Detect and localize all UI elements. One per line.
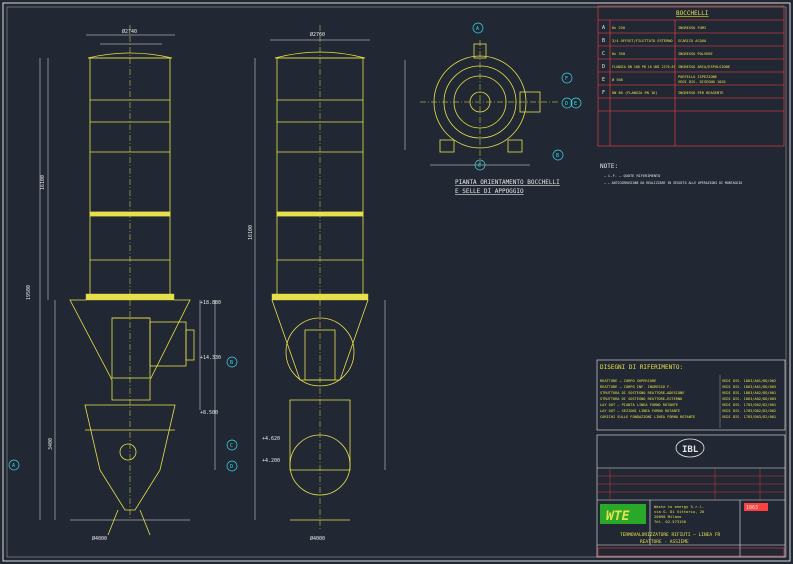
nozzle-desc-a: INGRESSO FUMI	[678, 26, 706, 30]
notes-title: NOTE:	[600, 163, 618, 170]
nozzle-id-b: B	[602, 38, 605, 44]
ref-label-3: STRUTTURA DI SOSTEGNO REATTORE—ADESIONE	[600, 391, 684, 395]
balloon-a: A	[12, 463, 15, 469]
balloon-d: D	[230, 464, 233, 470]
sheet-inner-border	[6, 6, 787, 558]
elev-5: +4.200	[262, 458, 280, 464]
nozzle-desc-d: INGRESSO ARIA/ESPULSIONE	[678, 65, 730, 69]
balloon-c: C	[230, 443, 233, 449]
dim-height-body: 16100	[40, 175, 46, 190]
nozzle-desc-c: INGRESSO POLVERE	[678, 52, 713, 56]
company-line-2: via G. Di Vittorio, 26	[654, 509, 705, 514]
nozzle-id-c: C	[602, 51, 605, 57]
notes-line-1: — L.F. — QUOTE RIFERIMENTO	[604, 174, 660, 178]
ref-code-4: VEDI DIS. 1863/A02/DD/003	[722, 397, 776, 401]
nozzle-desc-e-2: VEDI DIS. DISEGNO 1020	[678, 80, 726, 84]
nozzle-id-e: E	[602, 77, 605, 83]
plan-view	[404, 40, 560, 166]
ref-code-3: VEDI DIS. 1863/A02/DD/001	[722, 391, 776, 395]
nozzle-desc-e: PORTELLO ISPEZIONE	[678, 75, 717, 79]
ref-label-1: REATTORE — CORPO SUPERIORE	[600, 379, 656, 383]
title-block	[596, 434, 786, 558]
sheet-number: 1863	[746, 505, 758, 511]
nozzle-size-b: 3/4 OFFSET/FILETTATO ESTERNO	[612, 39, 673, 43]
plan-balloon-d: D	[565, 101, 568, 107]
elev-3: +8.500	[200, 410, 218, 416]
nozzle-size-a: Dn 250	[612, 26, 625, 30]
ref-code-5: VEDI DIS. 1783/D02/D2/001	[722, 403, 776, 407]
client-logo-text: IBL	[682, 445, 699, 455]
sheet-number-box	[744, 503, 768, 511]
reference-drawings-box	[596, 359, 786, 431]
nozzle-size-f: DN 80 (FLANGIA PN 16)	[612, 91, 657, 95]
nozzle-size-e: Ø 508	[612, 77, 623, 82]
plan-balloon-f: F	[565, 76, 568, 82]
nozzle-desc-b: SCARICO ACQUA	[678, 39, 707, 43]
elev-2: +14.330	[200, 355, 221, 361]
nozzle-table	[597, 5, 785, 147]
title-footer-strip	[597, 547, 785, 557]
balloon-b: B	[230, 360, 233, 366]
front-elevation-view	[39, 25, 216, 536]
nozzle-size-d: FLANGIA DN 100 PN 16 UNI 2276-67	[612, 65, 676, 69]
ref-label-4: STRUTTURA DI SOSTEGNO REATTORE—ESTERNO	[600, 397, 682, 401]
plan-title-line-2: E SELLE DI APPOGGIO	[455, 188, 524, 195]
side-elevation-view	[254, 25, 386, 530]
plan-balloon-c: C	[478, 163, 481, 169]
revision-table	[597, 468, 785, 500]
plan-nozzle-balloons	[472, 22, 582, 171]
dim-height-side: 16100	[248, 225, 254, 240]
ref-label-2: REATTORE — CORPO INF. INGRESSO F.	[600, 385, 671, 389]
ref-label-7: CARICHI SULLE FONDAZIONI LINEA FORNO ROT…	[600, 415, 695, 419]
company-logo-text: WTE	[606, 509, 630, 524]
dim-bottom-width-1: Ø4000	[92, 535, 107, 542]
plan-balloon-b: B	[556, 153, 559, 159]
ref-code-1: VEDI DIS. 1863/A01/DD/002	[722, 379, 776, 383]
dim-height-total: 19500	[26, 285, 32, 300]
elev-1: +18.880	[200, 300, 221, 306]
company-line-4: Tel. 02.573156	[654, 519, 687, 524]
notes-line-2: — — ANTICORROSIONE DA REALIZZARE IN SEGU…	[604, 181, 742, 185]
ref-code-6: VEDI DIS. 1783/D02/D2/002	[722, 409, 776, 413]
ref-label-5: LAY OUT — PIANTA LINEA FORNO ROTANTE	[600, 403, 678, 407]
nozzle-id-a: A	[602, 25, 605, 31]
nozzle-id-f: F	[602, 90, 605, 96]
dim-top-width-2: Ø2760	[310, 31, 325, 38]
nozzle-size-c: Dn 350	[612, 52, 625, 56]
nozzle-id-d: D	[602, 64, 605, 70]
plan-title-line-1: PIANTA ORIENTAMENTO BOCCHELLI	[455, 179, 560, 186]
ref-code-7: VEDI DIS. 1783/D03/D2/001	[722, 415, 776, 419]
project-line-1: TERMOVALORIZZATORE RIFIUTI — LINEA FR	[620, 532, 721, 538]
nozzle-desc-f: INGRESSO PER REAGENTE	[678, 91, 723, 95]
dim-height-lower: 3400	[48, 438, 54, 450]
plan-balloon-a: A	[476, 26, 479, 32]
nozzle-table-title: BOCCHELLI	[676, 10, 709, 17]
front-nozzle-balloons	[8, 356, 238, 472]
dim-bottom-width-2: Ø4000	[310, 535, 325, 542]
dim-top-width-1: Ø2740	[122, 28, 137, 35]
company-line-1: Waste to energy S.r.l.	[654, 504, 704, 509]
company-logo-box	[600, 504, 646, 524]
ref-label-6: LAY OUT — SEZIONI LINEA FORNO ROTANTE	[600, 409, 680, 413]
elev-4: +4.620	[262, 436, 280, 442]
plan-balloon-e: E	[574, 101, 577, 107]
ref-code-2: VEDI DIS. 1863/A01/DD/003	[722, 385, 776, 389]
references-title: DISEGNI DI RIFERIMENTO:	[600, 364, 683, 371]
project-line-2: REATTORE - ASSIEME	[640, 539, 689, 545]
client-logo-mark	[675, 438, 705, 458]
reference-rows: REATTORE — CORPO SUPERIORE VEDI DIS. 186…	[600, 379, 776, 419]
company-line-3: 20090 Milano	[654, 514, 682, 519]
